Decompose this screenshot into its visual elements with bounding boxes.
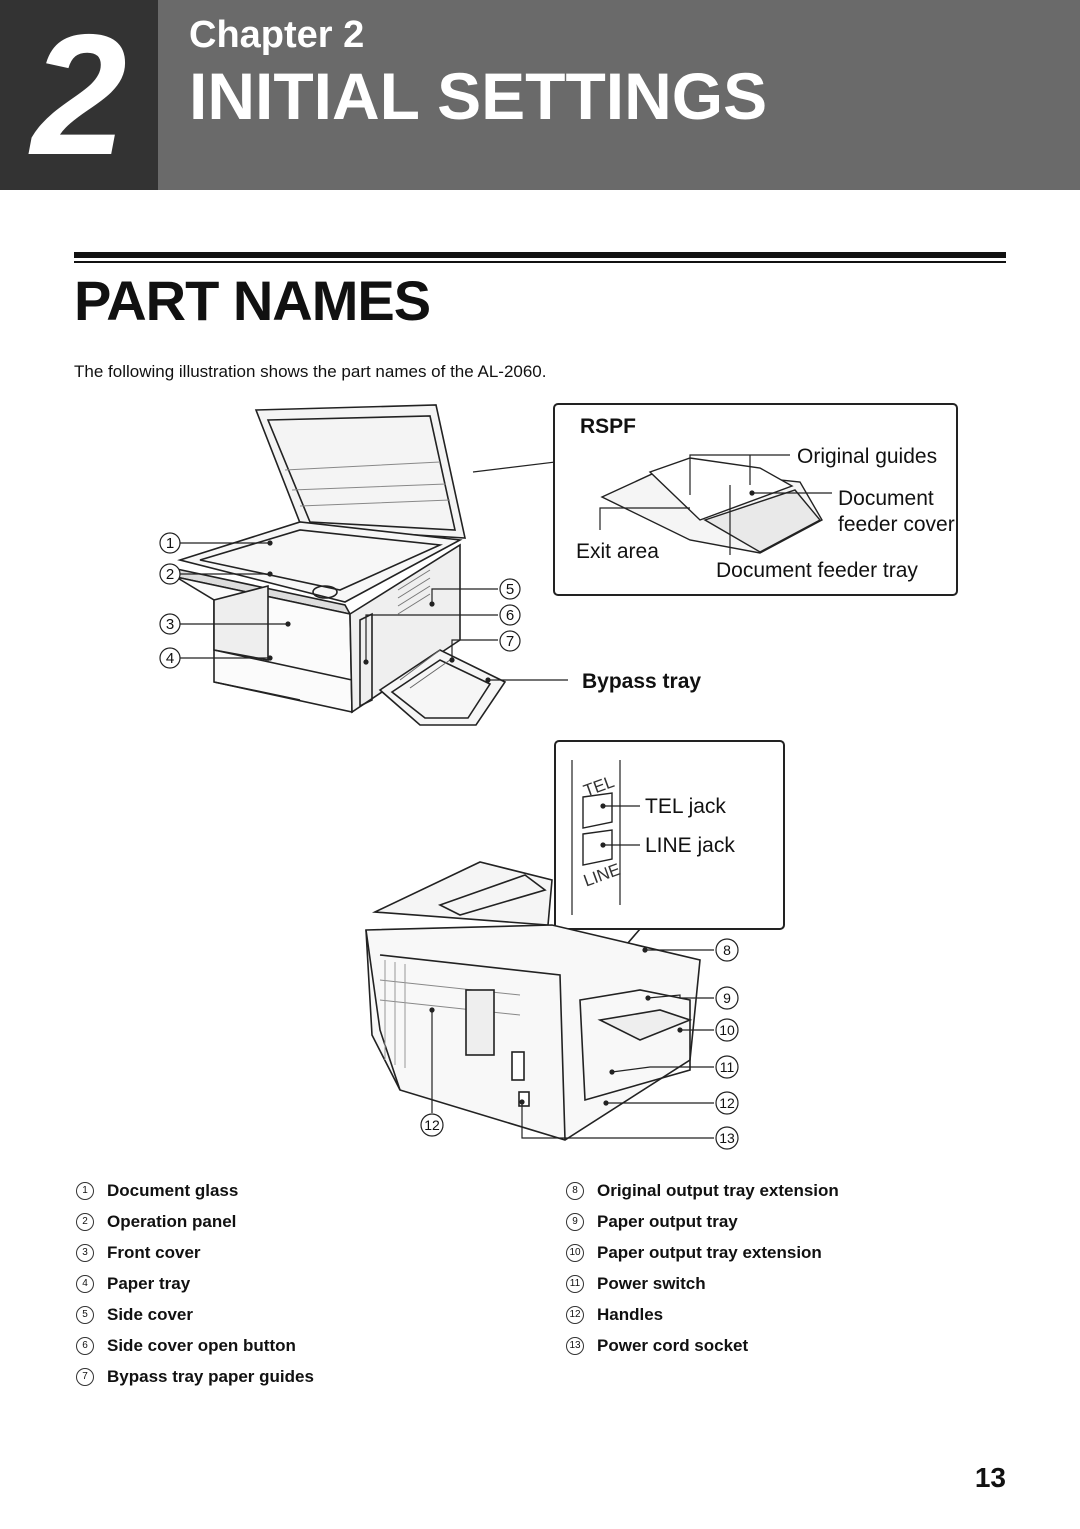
legend-label: Operation panel	[107, 1211, 237, 1231]
heading-rule-thin	[74, 261, 1006, 263]
legend-item: 1 Document glass	[76, 1175, 314, 1206]
label-document-feeder-cover-1: Document	[838, 487, 934, 510]
line-jack-icon	[582, 829, 613, 866]
legend-label: Paper output tray extension	[597, 1242, 822, 1262]
callout-6: 6	[506, 607, 514, 624]
legend-label: Bypass tray paper guides	[107, 1366, 314, 1386]
section-title: PART NAMES	[74, 269, 431, 332]
tel-jack-icon	[582, 792, 613, 829]
legend-label: Paper tray	[107, 1273, 191, 1293]
callout-5: 5	[506, 581, 514, 598]
callout-4: 4	[166, 650, 174, 667]
legend-label: Side cover open button	[107, 1335, 296, 1355]
legend-num: 12	[566, 1305, 584, 1324]
callout-12-left: 12	[424, 1117, 440, 1133]
copier-front-illustration	[170, 404, 507, 726]
chapter-title: INITIAL SETTINGS	[189, 59, 768, 133]
callouts-front: 1 2 3 4 5 6 7	[159, 532, 521, 669]
legend-item: 5 Side cover	[76, 1299, 314, 1330]
callout-2: 2	[166, 566, 174, 583]
part-names-diagram: 1 2 3 4 5 6 7 RSPF Original guides	[159, 403, 958, 1150]
legend-item: 3 Front cover	[76, 1237, 314, 1268]
legend-num: 2	[76, 1212, 94, 1231]
label-line-jack: LINE jack	[645, 834, 735, 857]
page-number: 13	[974, 1462, 1006, 1493]
legend-label: Original output tray extension	[597, 1180, 839, 1200]
chapter-band	[158, 0, 1080, 190]
copier-rear-illustration	[365, 861, 701, 1141]
legend-label: Front cover	[107, 1242, 201, 1262]
legend-num: 9	[566, 1212, 584, 1231]
callout-1: 1	[166, 535, 174, 552]
label-document-feeder-tray: Document feeder tray	[716, 559, 918, 582]
heading-rule	[74, 252, 1006, 258]
legend-num: 7	[76, 1367, 94, 1386]
rspf-title: RSPF	[580, 415, 636, 438]
legend-item: 13 Power cord socket	[566, 1330, 839, 1361]
chapter-number: 2	[31, 0, 127, 191]
legend-item: 10 Paper output tray extension	[566, 1237, 839, 1268]
legend-label: Power switch	[597, 1273, 706, 1293]
legend-label: Side cover	[107, 1304, 193, 1324]
legend-item: 7 Bypass tray paper guides	[76, 1361, 314, 1392]
legend-label: Document glass	[107, 1180, 239, 1200]
legend-item: 4 Paper tray	[76, 1268, 314, 1299]
legend-label: Handles	[597, 1304, 664, 1324]
callout-12-right: 12	[719, 1095, 735, 1111]
legend-label: Paper output tray	[597, 1211, 738, 1231]
callout-3: 3	[166, 616, 174, 633]
legend-item: 6 Side cover open button	[76, 1330, 314, 1361]
legend-label: Power cord socket	[597, 1335, 749, 1355]
legend-num: 6	[76, 1336, 94, 1355]
legend-num: 5	[76, 1305, 94, 1324]
label-bypass-tray: Bypass tray	[582, 670, 701, 693]
intro-text: The following illustration shows the par…	[74, 362, 547, 381]
rspf-box: RSPF Original guides Document feeder cov…	[553, 403, 958, 596]
label-tel-jack: TEL jack	[645, 795, 726, 818]
chapter-number-box	[0, 0, 158, 190]
legend-num: 8	[566, 1181, 584, 1200]
callout-8: 8	[723, 942, 731, 958]
legend-item: 8 Original output tray extension	[566, 1175, 839, 1206]
jack-box: TEL LINE TEL jack LINE jack	[509, 740, 785, 1081]
callouts-rear: 8 9 10 11 12 12 13	[420, 938, 739, 1150]
legend-left: 1 Document glass 2 Operation panel 3 Front …	[76, 1175, 314, 1392]
legend-item: 9 Paper output tray	[566, 1206, 839, 1237]
legend-num: 13	[566, 1336, 584, 1355]
legend-item: 11 Power switch	[566, 1268, 839, 1299]
leader-lines-front	[180, 461, 568, 683]
callout-11: 11	[720, 1059, 735, 1075]
callout-13: 13	[719, 1130, 735, 1146]
label-exit-area: Exit area	[576, 540, 659, 563]
legend-item: 12 Handles	[566, 1299, 839, 1330]
leader-lines-rear	[429, 947, 714, 1139]
legend-num: 3	[76, 1243, 94, 1262]
callout-10: 10	[719, 1022, 735, 1038]
chapter-label: Chapter 2	[189, 14, 365, 56]
callout-9: 9	[723, 990, 731, 1006]
label-document-feeder-cover-2: feeder cover	[838, 513, 955, 536]
legend-num: 10	[566, 1243, 584, 1262]
callout-7: 7	[506, 633, 514, 650]
legend-item: 2 Operation panel	[76, 1206, 314, 1237]
legend-num: 4	[76, 1274, 94, 1293]
legend-num: 1	[76, 1181, 94, 1200]
legend-num: 11	[566, 1274, 584, 1293]
label-original-guides: Original guides	[797, 445, 937, 468]
